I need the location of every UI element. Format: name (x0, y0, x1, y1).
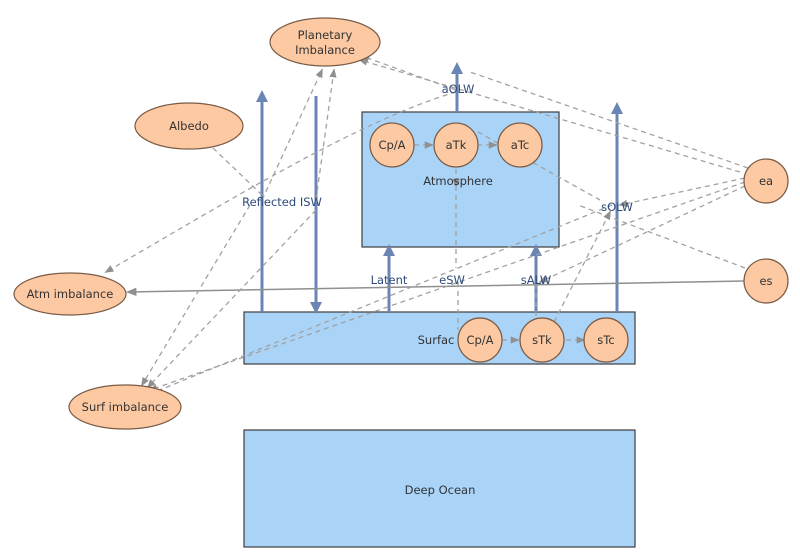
atm-cp-node[interactable] (369, 122, 415, 168)
es-node[interactable] (743, 258, 789, 304)
atk-node[interactable] (433, 122, 479, 168)
deep-ocean-stock[interactable] (243, 429, 636, 548)
aolw-label: aOLW (442, 82, 475, 96)
dashed-links (104, 55, 749, 395)
stc-label: sTc (597, 333, 614, 347)
stc-node[interactable] (583, 317, 629, 363)
deep-ocean-label: Deep Ocean (405, 483, 476, 497)
stk-node[interactable] (519, 317, 565, 363)
planetary-imbalance-label-2: Imbalance (295, 43, 355, 57)
es-to-atm-imbalance-link[interactable] (125, 280, 746, 297)
surface-stock[interactable] (243, 311, 636, 365)
esw-label: eSW (439, 273, 465, 287)
albedo-label: Albedo (169, 119, 209, 133)
atc-label: aTc (511, 138, 529, 152)
atmosphere-label: Atmosphere (423, 174, 493, 188)
atm-imbalance-label: Atm imbalance (27, 287, 114, 301)
reflected-isw-label: Reflected ISW (242, 195, 322, 209)
surf-cp-label: Cp/A (466, 333, 493, 347)
surface-label: Surfac (418, 333, 455, 347)
surf-cp-node[interactable] (457, 317, 503, 363)
atm-cp-label: Cp/A (378, 138, 405, 152)
atc-node[interactable] (497, 122, 543, 168)
es-label: es (759, 274, 772, 288)
stk-label: sTk (532, 333, 552, 347)
ea-label: ea (759, 174, 773, 188)
latent-label: Latent (371, 273, 408, 287)
surf-imbalance-node[interactable] (68, 384, 182, 430)
ea-node[interactable] (743, 158, 789, 204)
salw-label: sALW (521, 273, 552, 287)
planetary-imbalance-label-1: Planetary (298, 28, 353, 42)
albedo-node[interactable] (134, 102, 244, 150)
atk-label: aTk (446, 138, 467, 152)
planetary-imbalance-node[interactable] (269, 17, 381, 67)
atm-imbalance-node[interactable] (13, 272, 127, 316)
surf-imbalance-label: Surf imbalance (82, 400, 169, 414)
solw-label: sOLW (601, 200, 633, 214)
